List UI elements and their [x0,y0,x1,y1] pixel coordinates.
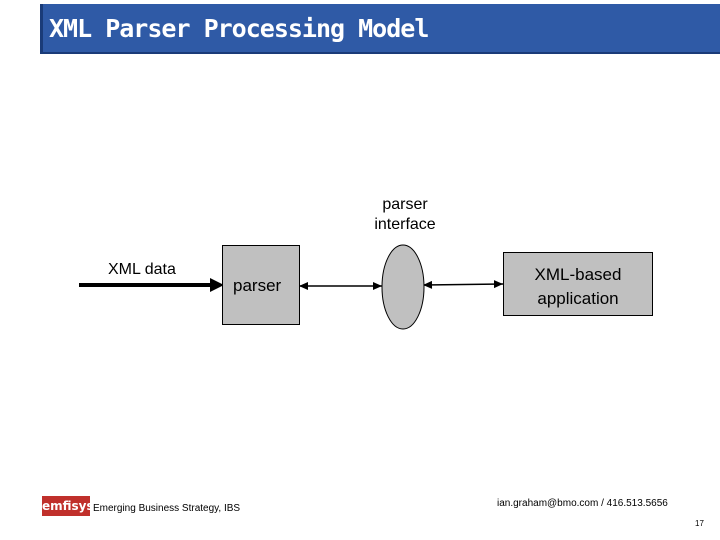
parser-interface-ellipse [381,244,425,330]
slide-title: XML Parser Processing Model [49,14,429,43]
application-label: XML-based application [503,263,653,311]
interface-label-line1: parser [382,196,428,213]
footer-right-text: ian.graham@bmo.com / 416.513.5656 [497,498,668,509]
application-label-line1: XML-based [534,265,622,284]
footer-left-text: Emerging Business Strategy, IBS [93,503,241,514]
xml-data-label: XML data [108,261,176,278]
parser-box [222,245,300,325]
interface-label-line2: interface [374,216,436,233]
interface-app-arrow [423,280,504,289]
application-box [503,252,653,316]
parser-label: parser [233,276,282,295]
emfisys-logo: emfisys [42,496,94,516]
title-bar: XML Parser Processing Model [40,4,720,54]
interface-label: parser interface [355,195,455,235]
application-label-line2: application [537,289,619,308]
page-number: 17 [695,519,704,528]
input-arrow-head [210,278,224,292]
